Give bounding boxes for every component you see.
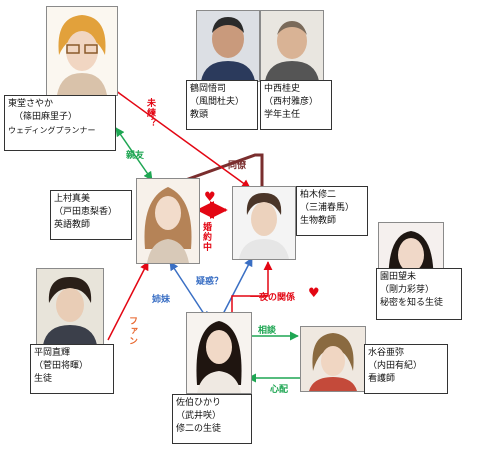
- sonoda-card: 園田望未 （剛力彩芽） 秘密を知る生徒: [376, 268, 462, 320]
- shimai-label: 姉妹: [152, 295, 171, 305]
- nakanishi-name: 中西桂史: [264, 84, 301, 94]
- nakanishi-photo: [260, 10, 324, 82]
- fan-label: ファン: [127, 316, 137, 346]
- todo-name: 東堂さやか: [8, 99, 54, 109]
- saeki-actor: （武井咲）: [176, 411, 222, 421]
- tsuruoka-actor: （風間杜夫）: [190, 97, 245, 107]
- kashiwagi-photo: [232, 186, 296, 260]
- konyaku-label: 婚約中: [201, 222, 211, 252]
- sodan-label: 相談: [258, 326, 277, 336]
- tsuruoka-role: 教頭: [190, 110, 209, 120]
- tsuruoka-card: 鶴岡悟司 （風間杜夫） 教頭: [186, 80, 258, 130]
- uemura-name: 上村真美: [54, 194, 91, 204]
- mizutani-name: 水谷亜弥: [368, 348, 405, 358]
- tsuruoka-photo: [196, 10, 260, 82]
- hiraoka-card: 平岡直輝 （菅田将暉） 生徒: [30, 344, 114, 394]
- kashiwagi-role: 生物教師: [300, 216, 337, 226]
- giwaku-label: 疑惑？: [196, 277, 224, 287]
- sonoda-name: 園田望未: [380, 272, 417, 282]
- kashiwagi-name: 柏木修二: [300, 190, 337, 200]
- kashiwagi-card: 柏木修二 （三浦春馬） 生物教師: [296, 186, 368, 236]
- todo-actor: （篠田麻里子）: [14, 112, 78, 122]
- tsuruoka-name: 鶴岡悟司: [190, 84, 227, 94]
- giwaku-arrow: [221, 257, 253, 317]
- shinpai-label: 心配: [270, 385, 289, 395]
- heart-icon-ichiya: ♥: [308, 286, 320, 301]
- todo-role: ウェディングプランナー: [8, 126, 96, 135]
- sonoda-role: 秘密を知る生徒: [380, 298, 444, 308]
- nakanishi-card: 中西桂史 （西村雅彦） 学年主任: [260, 80, 332, 130]
- uemura-role: 英語教師: [54, 220, 91, 230]
- shimai-arrow: [169, 261, 209, 321]
- mizutani-actor: （内田有紀）: [368, 361, 423, 371]
- uemura-card: 上村真美 （戸田恵梨香） 英語教師: [50, 190, 132, 240]
- shinyu-label: 親友: [126, 151, 145, 161]
- miren-arrow: [111, 87, 251, 189]
- miren-label: 未練？: [145, 98, 155, 128]
- todo-photo: [46, 6, 118, 96]
- doryo-connector: [179, 153, 264, 188]
- uemura-actor: （戸田恵梨香）: [54, 207, 118, 217]
- shinyu-arrow: [115, 127, 153, 181]
- ichiya-arrow: [227, 261, 273, 323]
- saeki-role: 修二の生徒: [176, 424, 222, 434]
- sonoda-actor: （剛力彩芽）: [380, 285, 435, 295]
- uemura-photo: [136, 178, 200, 264]
- hiraoka-name: 平岡直輝: [34, 348, 71, 358]
- hiraoka-actor: （菅田将暉）: [34, 361, 89, 371]
- fan-arrow: [107, 261, 149, 341]
- nakanishi-actor: （西村雅彦）: [264, 97, 319, 107]
- nakanishi-role: 学年主任: [264, 110, 301, 120]
- todo-card: 東堂さやか （篠田麻里子） ウェディングプランナー: [4, 95, 116, 151]
- mizutani-role: 看護師: [368, 374, 396, 384]
- ichiya-label: 一夜の関係: [250, 293, 296, 303]
- hiraoka-photo: [36, 268, 104, 346]
- saeki-card: 佐伯ひかり （武井咲） 修二の生徒: [172, 394, 252, 444]
- hiraoka-role: 生徒: [34, 374, 53, 384]
- mizutani-card: 水谷亜弥 （内田有紀） 看護師: [364, 344, 448, 394]
- saeki-photo: [186, 312, 252, 394]
- mizutani-photo: [300, 326, 366, 392]
- saeki-name: 佐伯ひかり: [176, 398, 222, 408]
- kashiwagi-actor: （三浦春馬）: [300, 203, 355, 213]
- doryo-label: 同僚: [228, 161, 247, 171]
- heart-icon: ♥: [204, 190, 216, 205]
